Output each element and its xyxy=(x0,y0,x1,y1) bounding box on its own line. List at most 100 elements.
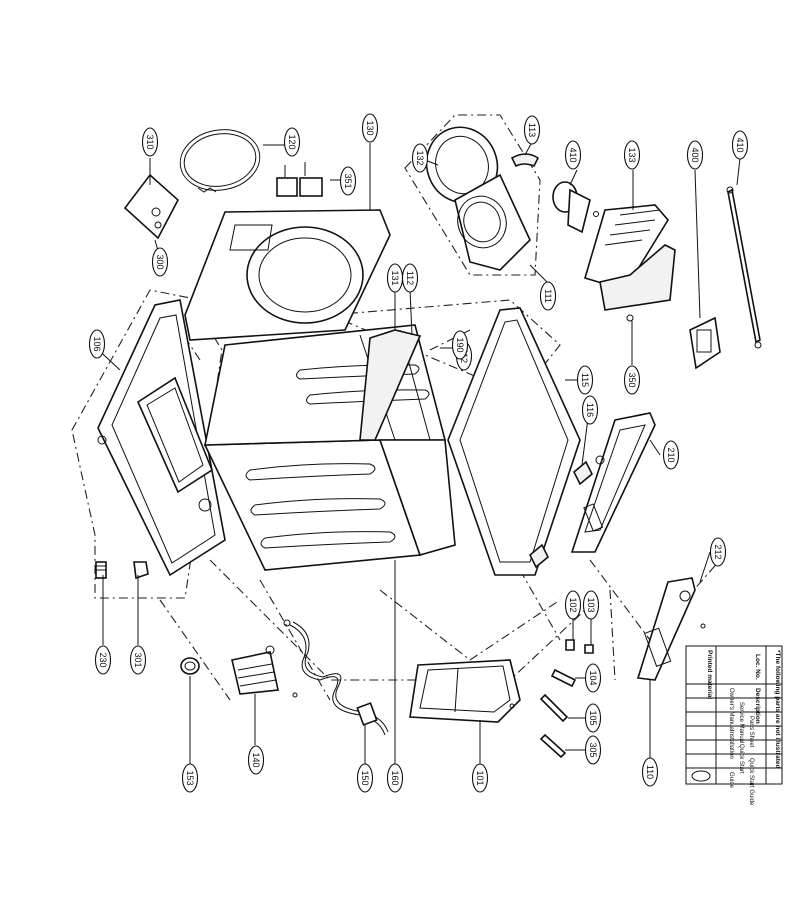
table-row: Service Manual xyxy=(738,702,744,743)
filter-block xyxy=(231,645,298,698)
callout-number: 133 xyxy=(627,147,637,162)
callout-number: 105 xyxy=(588,710,598,725)
drum-clip xyxy=(510,153,540,168)
callout-113: 113 xyxy=(523,115,541,145)
callout-133: 133 xyxy=(623,140,641,170)
table-loc-header: Loc. No. xyxy=(754,654,761,680)
callout-number: 130 xyxy=(365,120,375,135)
callout-305: 305 xyxy=(584,735,602,765)
callout-number: 115 xyxy=(580,373,590,387)
callout-101: 101 xyxy=(471,763,489,793)
callout-111: 111 xyxy=(539,281,557,311)
callout-160: 160 xyxy=(386,763,404,793)
table-row: Quick Start Guide xyxy=(748,758,754,806)
callout-410: 410 xyxy=(731,130,749,160)
callout-number: 150 xyxy=(360,770,370,785)
callout-number: 106 xyxy=(92,336,102,351)
side-panel xyxy=(447,307,581,576)
callout-number: 310 xyxy=(145,134,155,149)
parts-not-illustrated-table: *The following parts are not illustrated… xyxy=(685,645,783,806)
callout-140: 140 xyxy=(247,745,265,775)
control-panel-front xyxy=(570,412,656,553)
callout-number: 120 xyxy=(287,134,297,149)
callout-351: 351 xyxy=(339,166,357,196)
callout-number: 351 xyxy=(343,173,353,188)
callout-number: 153 xyxy=(185,770,195,785)
callout-number: 305 xyxy=(588,742,598,757)
base-tray xyxy=(409,659,521,723)
callout-300: 300 xyxy=(151,247,169,277)
control-board xyxy=(584,204,676,322)
callout-number: 112 xyxy=(405,271,415,285)
callout-210: 210 xyxy=(662,440,680,470)
display-pcb xyxy=(636,577,706,681)
small-ring xyxy=(180,657,200,675)
callout-103: 103 xyxy=(582,590,600,620)
callout-number: 410 xyxy=(735,137,745,152)
cabinet-frame xyxy=(203,324,456,571)
callout-110: 110 xyxy=(641,757,659,787)
callout-number: 113 xyxy=(527,123,537,137)
table-row: Parts Sheet xyxy=(748,716,754,748)
top-cover-panel xyxy=(184,209,391,341)
callout-number: 132 xyxy=(415,150,425,165)
callout-number: 103 xyxy=(586,597,596,612)
callout-130: 130 xyxy=(361,113,379,143)
callout-number: 111 xyxy=(543,289,553,303)
callout-105: 105 xyxy=(584,703,602,733)
callout-number: 400 xyxy=(690,147,700,162)
callout-131: 131 xyxy=(386,263,404,293)
callout-number: 350 xyxy=(627,372,637,387)
switch-bracket xyxy=(689,316,721,370)
callout-190: 190 xyxy=(451,330,469,360)
callout-102: 102 xyxy=(564,590,582,620)
small-cover-plate xyxy=(123,173,179,240)
front-panel xyxy=(97,299,226,577)
leveling-leg xyxy=(95,561,107,579)
callout-350: 350 xyxy=(623,365,641,395)
callout-number: 110 xyxy=(645,765,655,779)
callout-number: 131 xyxy=(390,270,400,285)
callout-106: 106 xyxy=(88,329,106,359)
drum-assembly xyxy=(425,126,531,271)
drain-motor xyxy=(552,181,599,234)
callout-310: 310 xyxy=(141,127,159,157)
hinge-brackets xyxy=(276,162,323,197)
callout-number: 410 xyxy=(568,147,578,162)
table-row: Installation xyxy=(728,730,734,759)
callout-116: 116 xyxy=(581,395,599,425)
callout-number: 301 xyxy=(133,652,143,667)
callout-230: 230 xyxy=(94,645,112,675)
callout-labels: 3103001203511301061311121121321134101334… xyxy=(88,113,749,793)
callout-132: 132 xyxy=(411,143,429,173)
callout-number: 212 xyxy=(713,544,723,559)
table-printed-header: Printed material xyxy=(706,650,713,699)
table-row: Quick Start xyxy=(738,744,744,774)
callout-number: 101 xyxy=(475,770,485,785)
callout-number: 300 xyxy=(155,254,165,269)
support-rod xyxy=(726,186,762,349)
power-cord xyxy=(283,619,389,736)
callout-number: 160 xyxy=(390,770,400,785)
callout-115: 115 xyxy=(576,365,594,395)
callout-number: 116 xyxy=(585,403,595,417)
callout-number: 102 xyxy=(568,597,578,612)
callout-104: 104 xyxy=(584,663,602,693)
callout-number: 230 xyxy=(98,652,108,667)
callout-number: 104 xyxy=(588,670,598,685)
gasket-ring xyxy=(179,129,261,193)
callout-301: 301 xyxy=(129,645,147,675)
leg-bracket xyxy=(133,561,149,580)
table-description-header: Description xyxy=(754,688,761,724)
callout-150: 150 xyxy=(356,763,374,793)
table-row: Guide xyxy=(728,772,734,789)
table-note: *The following parts are not illustrated xyxy=(774,650,781,768)
callout-number: 190 xyxy=(455,337,465,352)
damper-parts xyxy=(539,639,594,759)
callout-112: 112 xyxy=(401,263,419,293)
table-row: Owner's Manual xyxy=(728,688,734,731)
callout-number: 140 xyxy=(251,752,261,767)
door-hinges xyxy=(529,460,593,569)
callout-212: 212 xyxy=(709,537,727,567)
